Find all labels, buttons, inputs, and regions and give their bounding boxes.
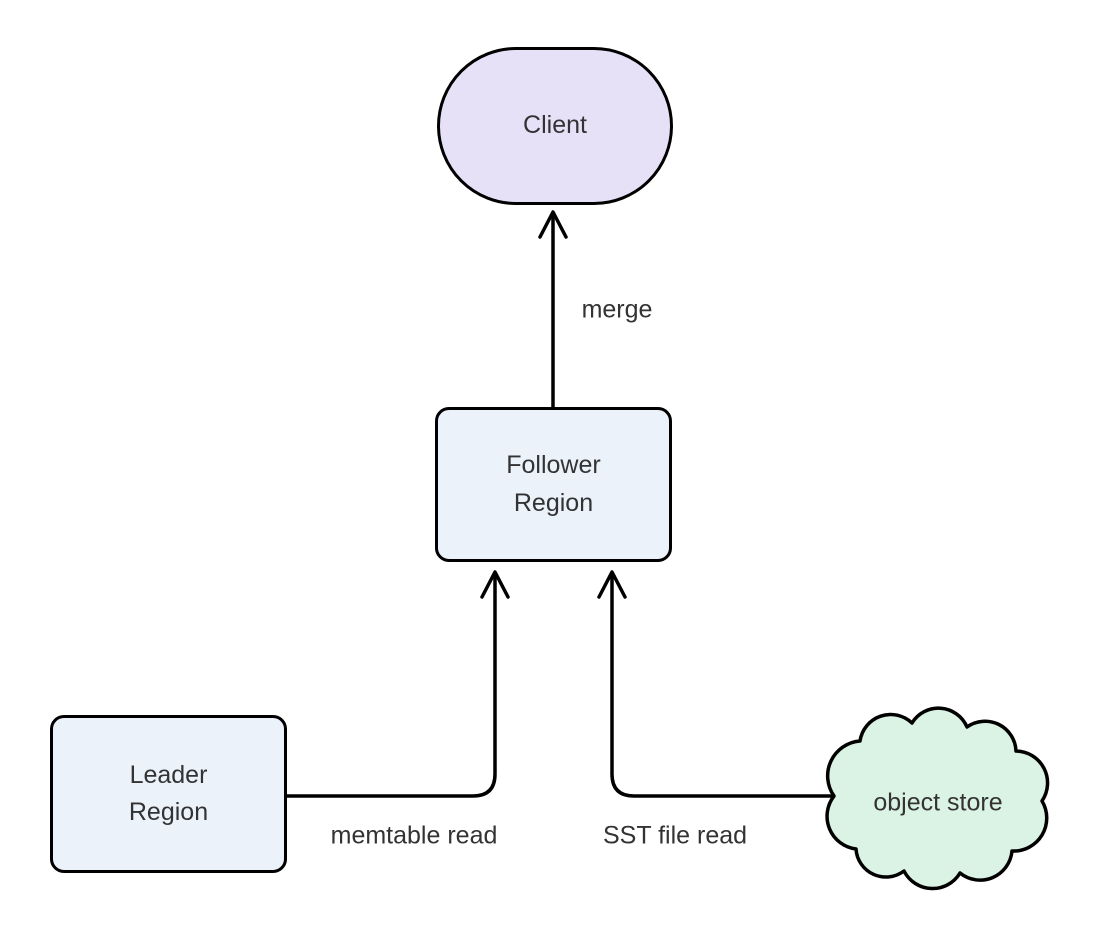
- leader-region-node-label: Leader Region: [128, 760, 209, 827]
- edge-label-sst-file-read: SST file read: [602, 821, 748, 851]
- client-node: Client: [437, 47, 673, 205]
- memtable-arrowhead-icon: [480, 570, 510, 599]
- follower-region-node-label: Follower Region: [506, 451, 601, 517]
- edge-label-merge: merge: [581, 295, 653, 325]
- merge-arrowhead-icon: [538, 210, 568, 239]
- edge-label-memtable-read: memtable read: [330, 821, 498, 851]
- sst-edge-line: [610, 574, 832, 798]
- follower-region-node: Follower Region: [435, 407, 672, 562]
- object-store-node-label: object store: [873, 788, 1003, 817]
- client-node-label: Client: [523, 111, 587, 140]
- leader-region-node: Leader Region: [50, 715, 287, 873]
- sst-arrowhead-icon: [597, 570, 627, 599]
- memtable-edge-line: [286, 574, 497, 798]
- cloud-shape: [825, 706, 1050, 891]
- object-store-cloud-node: [825, 706, 1050, 891]
